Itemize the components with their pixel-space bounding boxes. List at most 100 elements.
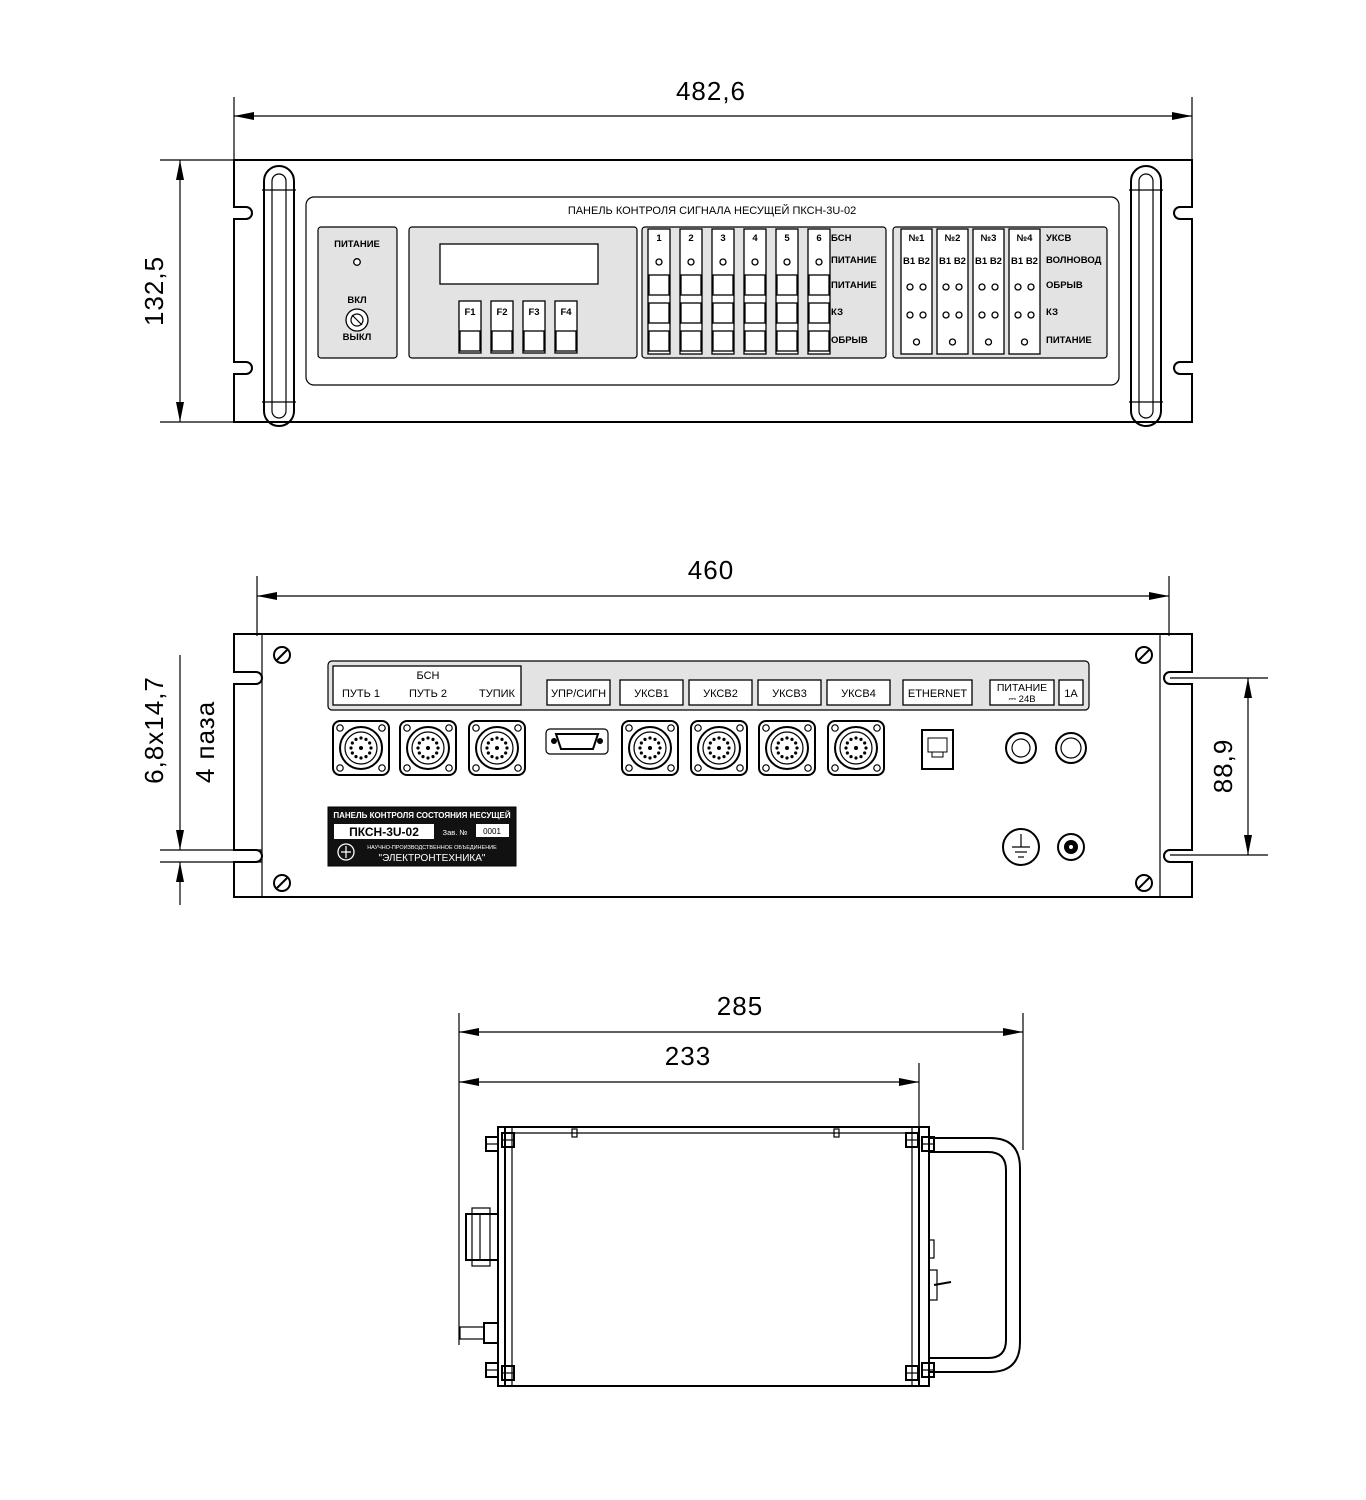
nameplate-org-line: НАУЧНО-ПРОИЗВОДСТВЕННОЕ ОБЪЕДИНЕНИЕ: [367, 845, 497, 851]
uksv-channel-label: №1: [909, 233, 926, 244]
rear-connector-label: УПР/СИГН: [551, 688, 606, 700]
circular-connector-icon[interactable]: [468, 720, 526, 776]
indicator-icon: [712, 274, 734, 296]
nut-icon: [905, 1365, 919, 1381]
screw-icon: [273, 646, 291, 664]
indicator-icon: [680, 302, 702, 324]
led-icon: [655, 258, 663, 266]
led-icon: [687, 258, 695, 266]
indicator-icon: [744, 302, 766, 324]
rear-connector-tag: УКСВ4: [826, 679, 891, 706]
bsn-channel-5: 5: [775, 228, 799, 355]
f-key-1[interactable]: F1: [458, 300, 482, 354]
uksv-sub-label: В1 В2: [1011, 256, 1038, 267]
bsn-row-label: ПИТАНИЕ: [831, 280, 877, 291]
nut-icon: [921, 1362, 935, 1378]
f-key-2[interactable]: F2: [490, 300, 514, 354]
uksv-row-label: КЗ: [1046, 307, 1058, 318]
rear-connector-label: УКСВ3: [772, 688, 807, 700]
nut-icon: [905, 1132, 919, 1148]
indicator-icon: [744, 274, 766, 296]
uksv-sub-label: В1 В2: [903, 256, 930, 267]
rear-connector-tag: ETHERNET: [902, 679, 973, 706]
lcd-display: [439, 243, 599, 285]
ground-terminal-icon[interactable]: [1057, 833, 1085, 861]
indicator-icon: [808, 302, 830, 324]
led-icon: [751, 258, 759, 266]
f-key-label: F1: [464, 307, 476, 318]
ground-symbol-icon: [1002, 828, 1040, 866]
rear-connector-tag: УКСВ3: [757, 679, 822, 706]
side-total-dim: 285: [717, 991, 763, 1021]
power-switch-icon[interactable]: [345, 308, 369, 332]
side-view: 285 233: [458, 991, 1024, 1387]
led-icon: [815, 258, 823, 266]
circular-connector-icon[interactable]: [758, 720, 816, 776]
power-socket-icon[interactable]: [1005, 732, 1037, 764]
led-icon: [991, 311, 999, 319]
mount-spacing-dim: 88,9: [1208, 739, 1238, 794]
rear-connector-tag: УКСВ1: [619, 679, 684, 706]
side-connector-icon: [465, 1207, 499, 1267]
f-key-3[interactable]: F3: [522, 300, 546, 354]
circular-connector-icon[interactable]: [621, 720, 679, 776]
indicator-icon: [776, 274, 798, 296]
rear-connector-label: ETHERNET: [908, 688, 968, 700]
led-icon: [1027, 311, 1035, 319]
rear-bsn-group-label: БСН: [417, 670, 440, 682]
slot-count-dim: 4 паза: [190, 701, 220, 783]
indicator-icon: [680, 330, 702, 352]
company-logo-icon: [337, 843, 355, 861]
led-icon: [942, 283, 950, 291]
front-view: 482,6 132,5 ПАНЕЛЬ КОНТРОЛЯ СИГНАЛА НЕСУ…: [139, 76, 1193, 427]
indicator-icon: [648, 274, 670, 296]
nut-icon: [485, 1136, 499, 1152]
fuse-holder-icon[interactable]: [1055, 732, 1087, 764]
rear-connector-tag: УКСВ2: [688, 679, 753, 706]
rear-connector-label: ПУТЬ 1: [342, 688, 380, 700]
nameplate-serial-label: Зав. №: [443, 828, 468, 837]
bsn-row-label: КЗ: [831, 307, 843, 318]
led-icon: [991, 283, 999, 291]
bsn-channel-label: 6: [816, 233, 821, 244]
circular-connector-icon[interactable]: [332, 720, 390, 776]
led-icon: [1014, 283, 1022, 291]
f-key-4[interactable]: F4: [554, 300, 578, 354]
uksv-sub-label: В1 В2: [939, 256, 966, 267]
led-icon: [948, 338, 957, 346]
led-icon: [955, 283, 963, 291]
side-ground-stud-icon: [459, 1322, 499, 1344]
circular-connector-icon[interactable]: [399, 720, 457, 776]
led-icon: [906, 283, 914, 291]
side-body-dim: 233: [665, 1041, 711, 1071]
ethernet-port-icon[interactable]: [921, 729, 954, 770]
front-power-label: ПИТАНИЕ: [334, 239, 380, 250]
uksv-row-label: ОБРЫВ: [1046, 280, 1083, 291]
indicator-icon: [808, 330, 830, 352]
nameplate-serial: 0001: [483, 827, 501, 836]
led-icon: [783, 258, 791, 266]
bsn-row-label: ПИТАНИЕ: [831, 255, 877, 266]
indicator-icon: [776, 330, 798, 352]
circular-connector-icon[interactable]: [827, 720, 885, 776]
db9-connector-icon[interactable]: [545, 728, 609, 755]
screw-icon: [273, 874, 291, 892]
rear-connector-label: УКСВ1: [634, 688, 669, 700]
bsn-channel-label: 5: [784, 233, 790, 244]
circular-connector-icon[interactable]: [690, 720, 748, 776]
bsn-channel-label: 4: [752, 233, 758, 244]
led-icon: [1020, 338, 1029, 346]
led-icon: [1014, 311, 1022, 319]
indicator-icon: [648, 330, 670, 352]
led-icon: [978, 311, 986, 319]
nameplate-model: ПКСН-3U-02: [349, 825, 419, 839]
bsn-channel-6: 6: [807, 228, 831, 355]
rear-width-dim: 460: [688, 555, 734, 585]
